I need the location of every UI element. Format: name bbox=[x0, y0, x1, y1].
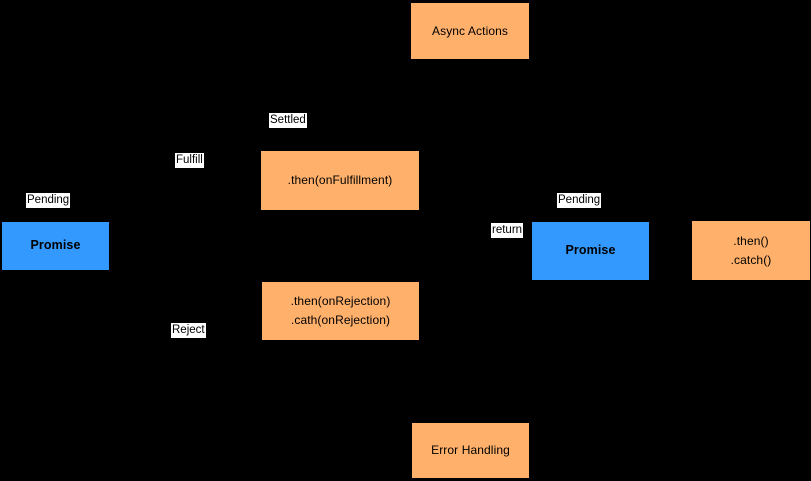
node-then-on-rejection-label: .then(onRejection) bbox=[290, 294, 391, 309]
connector-reject-to-error bbox=[420, 311, 470, 312]
edge-label-reject: Reject bbox=[171, 323, 206, 338]
edge-label-fulfill: Fulfill bbox=[175, 153, 204, 168]
connector-fulfill-to-async bbox=[420, 180, 470, 181]
node-error-handling-label: Error Handling bbox=[431, 443, 510, 458]
node-error-handling[interactable]: Error Handling bbox=[411, 422, 530, 479]
node-promise-initial-label: Promise bbox=[30, 238, 81, 253]
node-then-cath-on-rejection[interactable]: .then(onRejection) .cath(onRejection) bbox=[261, 281, 420, 341]
edge-label-pending-left: Pending bbox=[26, 193, 71, 208]
connector-async-down bbox=[470, 60, 471, 180]
node-then-catch-line-1: .then() bbox=[733, 233, 769, 248]
connector-promise-to-reject bbox=[110, 310, 261, 311]
node-promise-initial[interactable]: Promise bbox=[1, 221, 110, 271]
node-promise-returned[interactable]: Promise bbox=[531, 221, 650, 281]
edge-label-return: return bbox=[491, 223, 524, 238]
connector-error-up bbox=[470, 311, 471, 422]
connector-to-promise-returned bbox=[470, 251, 531, 252]
node-then-catch[interactable]: .then() .catch() bbox=[691, 220, 811, 281]
edge-label-pending-right: Pending bbox=[557, 193, 602, 208]
node-then-on-fulfillment-label: .then(onFulfillment) bbox=[287, 173, 393, 188]
node-async-actions-label: Async Actions bbox=[431, 23, 508, 38]
node-then-catch-line-2: .catch() bbox=[730, 252, 772, 267]
node-cath-on-rejection-label: .cath(onRejection) bbox=[290, 313, 391, 327]
connector-promise-to-fulfill bbox=[110, 245, 260, 246]
node-promise-returned-label: Promise bbox=[565, 243, 616, 258]
edge-label-settled: Settled bbox=[269, 113, 307, 128]
connector-promise-returned-to-then-catch bbox=[650, 251, 691, 252]
node-then-on-fulfillment[interactable]: .then(onFulfillment) bbox=[260, 150, 420, 211]
node-async-actions[interactable]: Async Actions bbox=[410, 2, 530, 60]
